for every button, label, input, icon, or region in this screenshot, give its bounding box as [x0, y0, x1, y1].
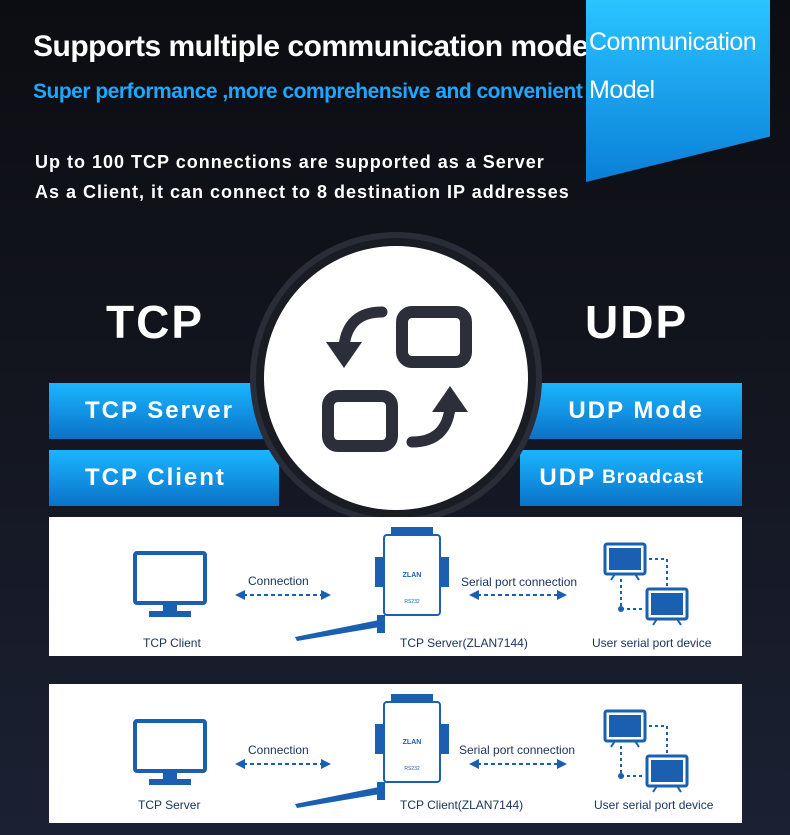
diagram-center-label: TCP Server(ZLAN7144) [400, 636, 528, 650]
badge-line-1: Communication [589, 28, 757, 56]
diagram-left-label: TCP Client [143, 636, 201, 650]
connection-label: Connection [248, 574, 309, 588]
cycle-arrows-icon [322, 306, 472, 452]
serial-arrow-1 [469, 590, 567, 600]
udp-broadcast-prefix: UDP [539, 464, 597, 491]
tcp-server-label: TCP Server [85, 397, 234, 424]
description-line-2: As a Client, it can connect to 8 destina… [35, 182, 570, 202]
network-diagram-1: ZLAN RS232 [133, 527, 689, 641]
diagram-right-label: User serial port device [592, 636, 712, 650]
description-line-1: Up to 100 TCP connections are supported … [35, 152, 545, 172]
tcp-client-label: TCP Client [85, 464, 226, 491]
diagram-left-label: TCP Server [138, 798, 201, 812]
serial-arrow-2 [469, 759, 567, 769]
antenna-icon [295, 782, 385, 808]
page-title: Supports multiple communication modes [33, 30, 605, 63]
udp-mode-label: UDP Mode [568, 397, 704, 424]
badge-line-2: Model [589, 76, 655, 104]
udp-broadcast-label: Broadcast [602, 467, 704, 488]
device-brand: ZLAN [403, 739, 422, 746]
serial-connection-label: Serial port connection [459, 743, 576, 757]
diagram-panel-2: ZLAN RS232 [49, 684, 742, 823]
device-icon: ZLAN RS232 [375, 527, 449, 616]
antenna-icon [295, 615, 385, 641]
serial-connection-label: Serial port connection [461, 575, 578, 589]
tcp-server-bar: TCP Server [49, 383, 279, 439]
connection-arrow-2 [235, 759, 331, 769]
monitor-icon [133, 551, 207, 617]
cycle-circle [264, 246, 528, 510]
udp-mode-bar: UDP Mode [520, 383, 742, 439]
network-diagram-2: ZLAN RS232 [133, 694, 689, 808]
connection-label: Connection [248, 743, 309, 757]
diagram-right-label: User serial port device [594, 798, 714, 812]
serial-devices-icon [603, 709, 689, 793]
communication-model-badge: Communication Model [586, 0, 770, 182]
serial-devices-icon [603, 542, 689, 626]
device-brand: ZLAN [403, 572, 422, 579]
diagram-center-label: TCP Client(ZLAN7144) [400, 798, 524, 812]
monitor-icon [133, 719, 207, 785]
diagram-panel-1: ZLAN RS232 [49, 517, 742, 656]
device-port: RS232 [404, 599, 420, 605]
udp-heading: UDP [585, 296, 689, 348]
tcp-heading: TCP [106, 296, 204, 348]
device-port: RS232 [404, 766, 420, 772]
page-subtitle: Super performance ,more comprehensive an… [33, 80, 583, 103]
tcp-client-bar: TCP Client [49, 450, 279, 506]
device-icon: ZLAN RS232 [375, 694, 449, 783]
connection-arrow-1 [235, 590, 331, 600]
